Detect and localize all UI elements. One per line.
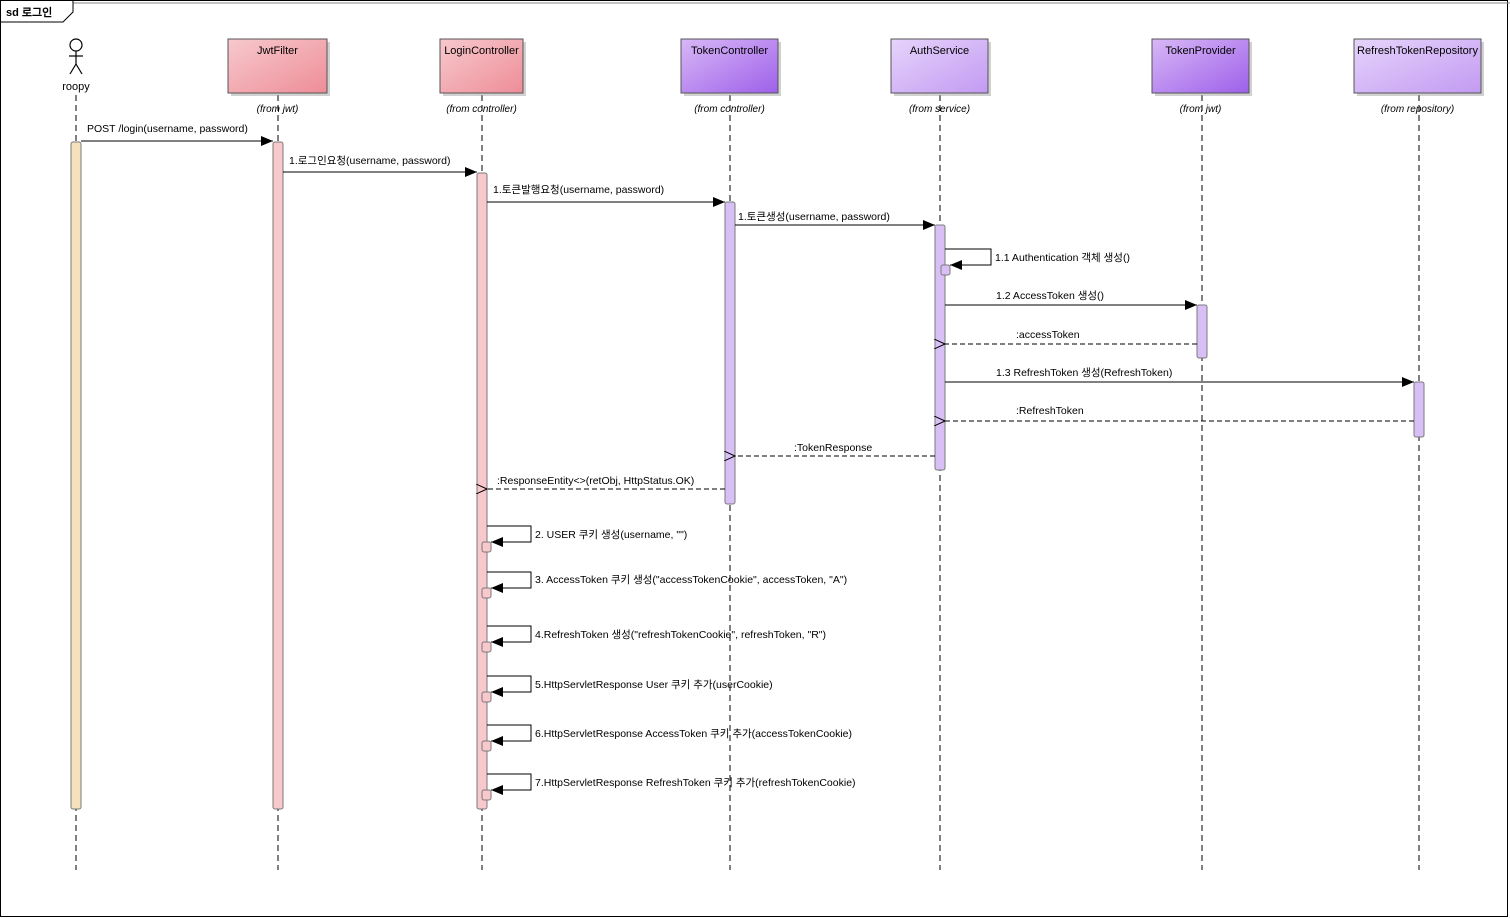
self-activation-5: [481, 691, 492, 703]
activation-tokenprovider: [1196, 304, 1208, 359]
object-package: (from controller): [446, 104, 517, 115]
object-package: (from repository): [1381, 104, 1454, 115]
object-package: (from service): [909, 104, 970, 115]
message-token-create[interactable]: 1.토큰생성(username, password): [735, 211, 935, 230]
message-label: :TokenResponse: [794, 442, 872, 454]
object-name: AuthService: [910, 45, 969, 57]
message-post-login[interactable]: POST /login(username, password): [81, 123, 273, 146]
message-login-request[interactable]: 1.로그인요청(username, password): [283, 155, 477, 177]
self-activation-7: [481, 789, 492, 801]
self-activation-2: [481, 541, 492, 553]
object-box: [1353, 38, 1482, 94]
activation-tokencontroller: [724, 201, 736, 505]
activation-roopy: [70, 141, 82, 810]
message-label: :RefreshToken: [1016, 405, 1084, 417]
object-name: LoginController: [444, 45, 519, 57]
object-authservice[interactable]: AuthService (from service): [890, 38, 991, 115]
message-refreshtoken-create[interactable]: 1.3 RefreshToken 생성(RefreshToken): [945, 367, 1414, 387]
message-user-cookie-add[interactable]: 5.HttpServletResponse User 쿠키 추가(userCoo…: [487, 675, 773, 697]
object-box: [227, 38, 328, 94]
message-token-issue-request[interactable]: 1.토큰발행요청(username, password): [487, 184, 725, 207]
activation-jwtfilter: [272, 141, 284, 810]
object-name: RefreshTokenRepository: [1357, 45, 1478, 57]
message-label: :ResponseEntity<>(retObj, HttpStatus.OK): [497, 475, 694, 487]
message-arrow: [487, 773, 532, 795]
object-tokenprovider[interactable]: TokenProvider (from jwt): [1151, 38, 1252, 115]
message-label: 5.HttpServletResponse User 쿠키 추가(userCoo…: [535, 679, 773, 691]
message-label: POST /login(username, password): [87, 123, 248, 135]
message-arrow: [487, 724, 532, 746]
self-activation-6: [481, 740, 492, 752]
object-name: TokenController: [691, 45, 768, 57]
object-package: (from jwt): [1180, 104, 1222, 115]
object-name: JwtFilter: [257, 45, 298, 57]
actor-roopy[interactable]: roopy: [62, 38, 90, 93]
message-label: 6.HttpServletResponse AccessToken 쿠키 추가(…: [535, 728, 852, 740]
self-activation-3: [481, 587, 492, 599]
actor-name: roopy: [62, 81, 90, 93]
message-label: 1.토큰발행요청(username, password): [493, 184, 664, 196]
object-logincontroller[interactable]: LoginController (from controller): [439, 38, 526, 115]
message-arrow: [945, 248, 992, 270]
self-activation-4: [481, 641, 492, 653]
object-box: [890, 38, 989, 94]
object-box: [439, 38, 524, 94]
message-label: 1.토큰생성(username, password): [738, 211, 890, 223]
message-arrow: [487, 571, 532, 593]
message-arrow: [487, 625, 532, 647]
message-label: 1.2 AccessToken 생성(): [996, 290, 1104, 302]
message-label: 3. AccessToken 쿠키 생성("accessTokenCookie"…: [535, 574, 847, 586]
message-label: 1.로그인요청(username, password): [289, 155, 451, 167]
message-authentication-create[interactable]: 1.1 Authentication 객체 생성(): [945, 248, 1130, 270]
message-label: 1.3 RefreshToken 생성(RefreshToken): [996, 367, 1172, 379]
object-tokencontroller[interactable]: TokenController (from controller): [680, 38, 781, 115]
activation-refreshtokenrepository: [1413, 381, 1425, 438]
message-label: 7.HttpServletResponse RefreshToken 쿠키 추가…: [535, 777, 856, 789]
object-refreshtokenrepository[interactable]: RefreshTokenRepository (from repository): [1353, 38, 1484, 115]
message-accesstoken-return[interactable]: :accessToken: [945, 329, 1197, 344]
message-refreshtoken-cookie-create[interactable]: 4.RefreshToken 생성("refreshTokenCookie", …: [487, 625, 826, 647]
message-accesstoken-cookie-add[interactable]: 6.HttpServletResponse AccessToken 쿠키 추가(…: [487, 724, 852, 746]
object-box: [1151, 38, 1250, 94]
message-arrow: [487, 525, 532, 547]
message-label: 4.RefreshToken 생성("refreshTokenCookie", …: [535, 629, 826, 641]
message-label: 2. USER 쿠키 생성(username, ""): [535, 529, 687, 541]
message-user-cookie-create[interactable]: 2. USER 쿠키 생성(username, ""): [487, 525, 687, 547]
actor-head-icon: [69, 38, 83, 52]
message-refreshtoken-return[interactable]: :RefreshToken: [945, 405, 1414, 421]
self-activation-authservice: [940, 264, 951, 276]
object-name: TokenProvider: [1165, 45, 1236, 57]
message-arrow: [487, 675, 532, 697]
message-label: :accessToken: [1016, 329, 1080, 341]
message-accesstoken-cookie-create[interactable]: 3. AccessToken 쿠키 생성("accessTokenCookie"…: [487, 571, 847, 593]
message-responseentity-return[interactable]: :ResponseEntity<>(retObj, HttpStatus.OK): [487, 475, 725, 489]
message-tokenresponse-return[interactable]: :TokenResponse: [735, 442, 935, 456]
object-package: (from controller): [694, 104, 765, 115]
actor-right-leg-icon: [75, 63, 83, 75]
object-box: [680, 38, 779, 94]
activation-logincontroller: [476, 172, 488, 810]
message-refreshtoken-cookie-add[interactable]: 7.HttpServletResponse RefreshToken 쿠키 추가…: [487, 773, 856, 795]
object-jwtfilter[interactable]: JwtFilter (from jwt): [227, 38, 330, 115]
frame-tab: [0, 0, 74, 23]
frame-label: sd 로그인: [6, 5, 52, 19]
actor-left-leg-icon: [69, 63, 77, 75]
object-package: (from jwt): [257, 104, 299, 115]
message-label: 1.1 Authentication 객체 생성(): [995, 252, 1130, 264]
activation-authservice: [934, 224, 946, 471]
message-accesstoken-create[interactable]: 1.2 AccessToken 생성(): [945, 290, 1197, 310]
